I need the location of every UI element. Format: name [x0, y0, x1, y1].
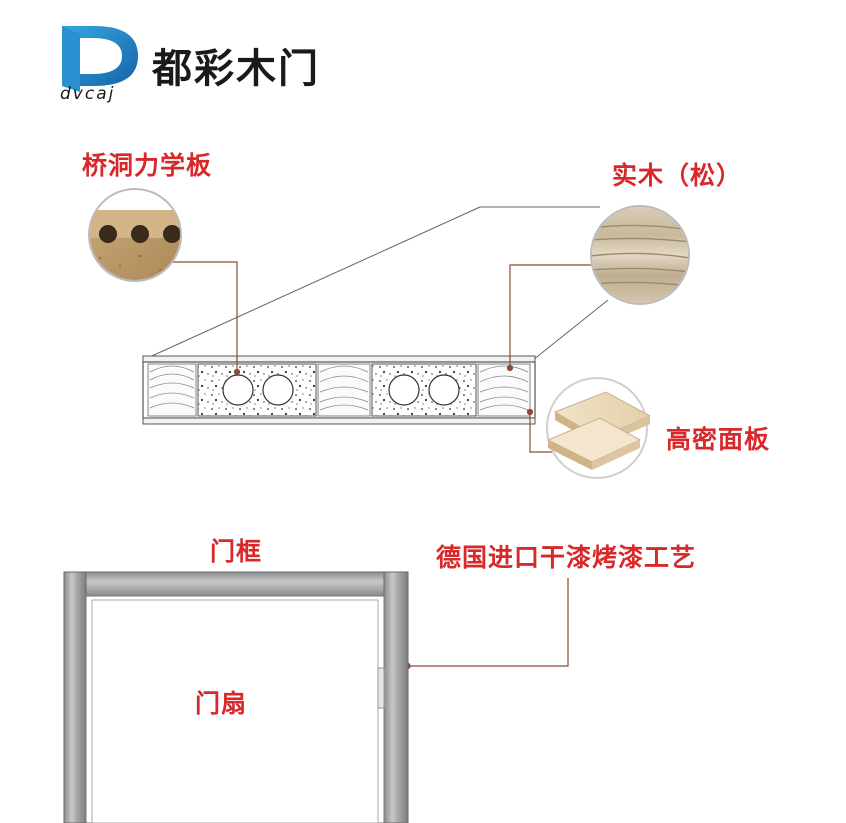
perspective-line-bottom [532, 299, 609, 361]
door-cross-section [142, 355, 536, 425]
label-leaf: 门扇 [195, 689, 248, 718]
label-solid-wood: 实木（松） [612, 161, 743, 190]
bridge-board-photo [88, 188, 182, 282]
brand-name: 都彩木门 [152, 46, 320, 92]
core-hole [262, 374, 294, 406]
perspective-line-top [142, 206, 481, 361]
core-hole [428, 374, 460, 406]
core-hole [388, 374, 420, 406]
hd-panel-photo [546, 377, 652, 479]
label-bridge-board: 桥洞力学板 [82, 151, 213, 180]
core-hole [222, 374, 254, 406]
door-frame [63, 571, 409, 823]
hinge [377, 667, 385, 709]
solid-wood-photo [590, 205, 690, 305]
brand-sub: dvcaj [60, 84, 116, 104]
label-lacquer: 德国进口干漆烤漆工艺 [436, 543, 697, 572]
label-frame: 门框 [210, 537, 263, 566]
label-hd-panel: 高密面板 [666, 425, 771, 454]
